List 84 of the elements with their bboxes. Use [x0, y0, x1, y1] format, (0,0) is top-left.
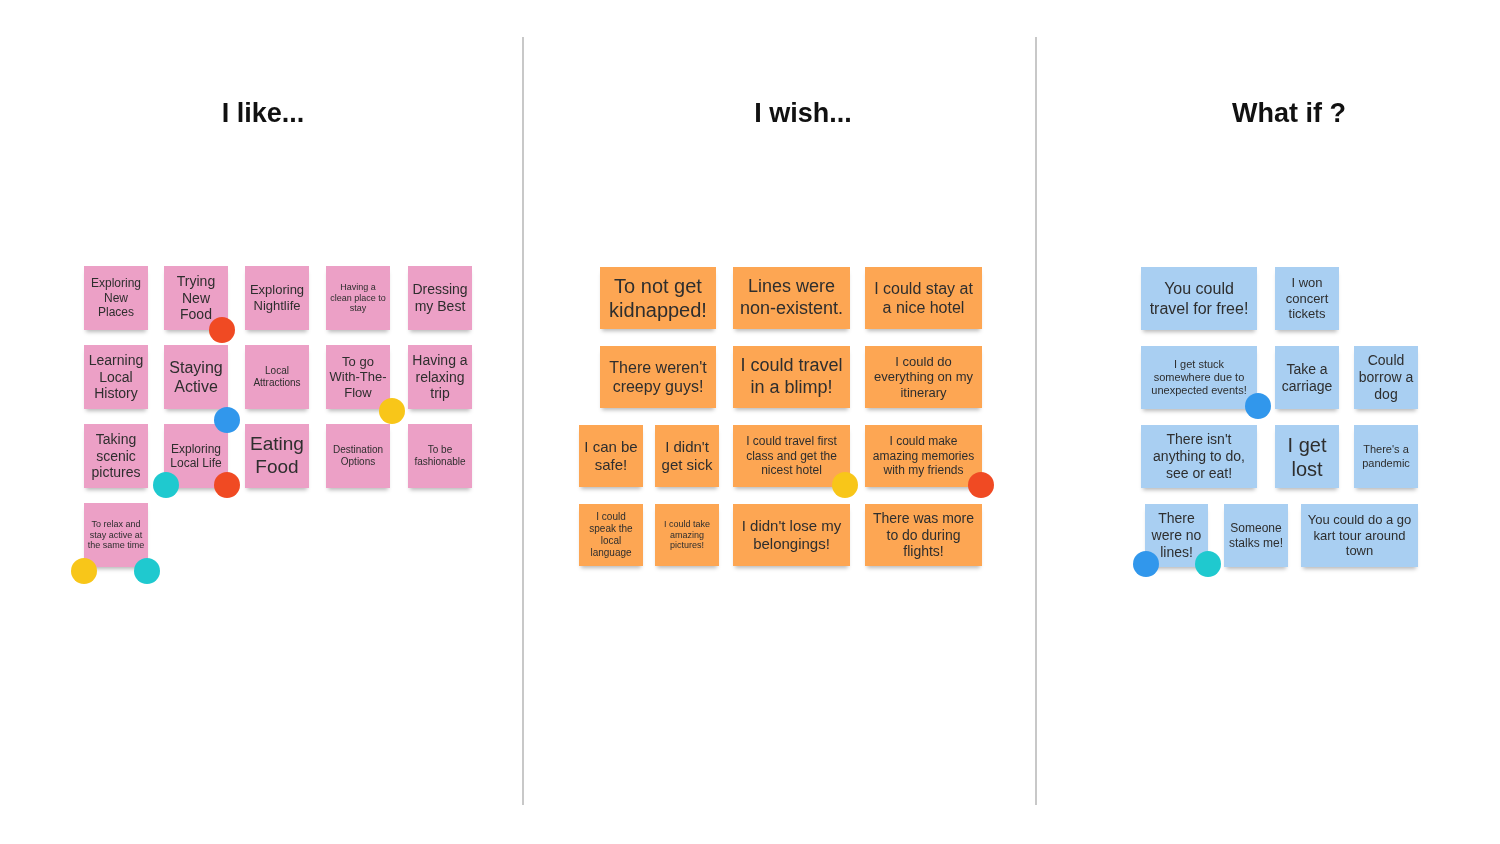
sticky-note: [84, 424, 148, 488]
note-text: Exploring New Places: [90, 276, 142, 320]
sticky-note: [600, 267, 716, 329]
note-text: I could stay at a nice hotel: [873, 278, 974, 318]
sticky-note: [1141, 346, 1257, 409]
note-text: I get stuck somewhere due to unexpected events!: [1150, 357, 1248, 398]
note-text: Staying Active: [168, 357, 224, 397]
sticky-note: [1275, 425, 1339, 488]
sticky-note: [245, 266, 309, 330]
sticky-note: [84, 503, 148, 567]
sticky-note: [164, 345, 228, 409]
sticky-note: [1275, 346, 1339, 409]
sticky-note: [733, 504, 850, 566]
sticky-note: [1301, 504, 1418, 567]
column-heading: What if ?: [1232, 98, 1346, 129]
note-text: Destination Options: [332, 444, 384, 468]
note-text: I could speak the local language: [588, 511, 634, 559]
sticky-note: [326, 424, 390, 488]
note-text: I could travel in a blimp!: [739, 355, 844, 399]
sticky-note: [579, 504, 643, 566]
note-text: You could do a go kart tour around town: [1306, 512, 1413, 559]
sticky-note: [1224, 504, 1288, 567]
note-text: To not get kidnapped!: [608, 274, 708, 322]
sticky-note: [84, 345, 148, 409]
sticky-note: [164, 266, 228, 330]
note-text: Exploring Nightlife: [248, 282, 306, 314]
note-text: Dressing my Best: [411, 281, 469, 315]
sticky-note: [1141, 267, 1257, 330]
note-text: There isn't anything to do, see or eat!: [1152, 431, 1246, 482]
note-text: There weren't creepy guys!: [608, 357, 708, 397]
sticky-note: [655, 504, 719, 566]
sticky-note: [733, 346, 850, 408]
column-heading: I wish...: [754, 98, 852, 129]
note-text: There was more to do during flights!: [871, 509, 976, 561]
note-text: Eating Food: [249, 433, 305, 479]
sticky-note: [655, 425, 719, 487]
sticky-note: [1141, 425, 1257, 488]
note-text: I can be safe!: [583, 438, 639, 474]
note-text: Exploring Local Life: [169, 441, 223, 471]
sticky-note: [1275, 267, 1339, 330]
note-text: I could take amazing pictures!: [663, 518, 711, 552]
sticky-note: [733, 267, 850, 329]
note-text: There were no lines!: [1150, 510, 1203, 561]
note-text: Taking scenic pictures: [90, 430, 142, 482]
note-text: You could travel for free!: [1148, 279, 1250, 318]
note-text: Having a clean place to stay: [329, 281, 387, 315]
sticky-note: [1354, 425, 1418, 488]
note-text: To be fashionable: [413, 444, 467, 468]
sticky-note: [326, 345, 390, 409]
sticky-note: [408, 424, 472, 488]
sticky-note: [733, 425, 850, 487]
note-text: Learning Local History: [87, 351, 145, 403]
note-text: Someone stalks me!: [1228, 521, 1284, 550]
sticky-note: [579, 425, 643, 487]
note-text: I get lost: [1286, 432, 1328, 481]
sticky-note: [865, 504, 982, 566]
sticky-note: [326, 266, 390, 330]
note-text: Could borrow a dog: [1357, 352, 1415, 403]
sticky-note: [1354, 346, 1418, 409]
sticky-note: [865, 425, 982, 487]
note-text: Trying New Food: [175, 272, 217, 324]
note-text: To go With-The-Flow: [329, 353, 387, 401]
sticky-note: [245, 345, 309, 409]
column-heading: I like...: [221, 98, 305, 129]
sticky-note: [600, 346, 716, 408]
note-text: I could do everything on my itinerary: [873, 353, 974, 401]
note-text: There's a pandemic: [1361, 443, 1411, 470]
note-text: Having a relaxing trip: [411, 351, 469, 403]
sticky-note: [408, 345, 472, 409]
sticky-note: [1145, 504, 1208, 567]
sticky-note: [408, 266, 472, 330]
note-text: I could travel first class and get the nicest hotel: [745, 434, 838, 478]
note-text: Take a carriage: [1280, 360, 1334, 395]
sticky-note: [245, 424, 309, 488]
note-text: Lines were non-existent.: [738, 276, 845, 320]
note-text: I could make amazing memories with my friends: [871, 434, 976, 478]
note-text: To relax and stay active at the same time: [87, 518, 145, 552]
note-text: I didn't get sick: [660, 438, 714, 474]
sticky-note: [865, 346, 982, 408]
note-text: I won concert tickets: [1284, 275, 1330, 322]
sticky-note: [84, 266, 148, 330]
sticky-note: [865, 267, 982, 329]
note-text: I didn't lose my belongings!: [740, 517, 843, 553]
note-text: Local Attractions: [252, 365, 302, 389]
